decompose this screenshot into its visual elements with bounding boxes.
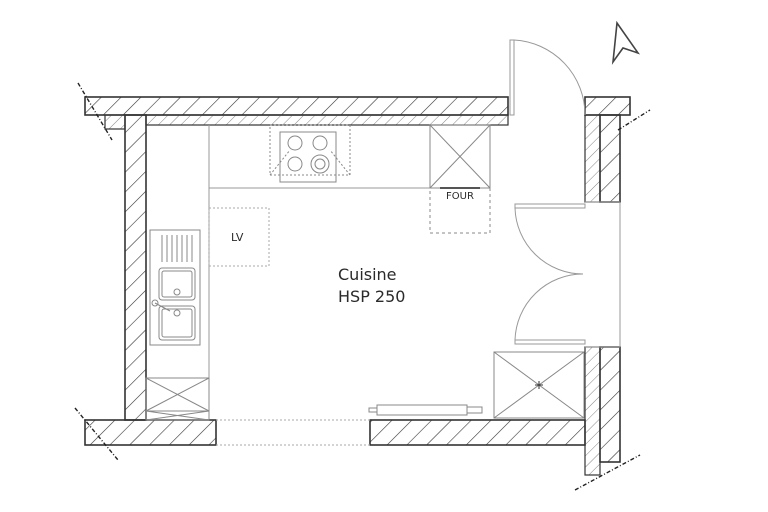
wall-right-top-lining <box>584 114 601 203</box>
wall-right-bottom-main <box>599 346 621 463</box>
north-arrow-icon <box>611 20 641 65</box>
break-lines <box>74 82 651 491</box>
radiator <box>368 404 483 416</box>
wall-left <box>124 114 147 421</box>
fridge <box>493 351 585 419</box>
cooktop <box>269 124 351 183</box>
oven-label: FOUR <box>446 191 474 202</box>
wall-bottom-right <box>369 419 586 446</box>
walls <box>84 96 631 476</box>
wall-top-lining <box>145 114 509 126</box>
bottom-opening <box>216 419 370 446</box>
cabinet <box>145 377 210 421</box>
wall-right-top <box>584 96 631 116</box>
wall-top <box>84 96 509 116</box>
entry-door-top <box>509 39 586 116</box>
room-name-label: Cuisine <box>338 265 397 284</box>
double-door-right <box>514 201 621 348</box>
wall-right-bottom-lining <box>584 346 601 476</box>
wall-right-top-main <box>599 114 621 203</box>
ceiling-height-label: HSP 250 <box>338 287 406 306</box>
oven <box>429 124 491 234</box>
dishwasher-label: LV <box>231 231 244 244</box>
countertops <box>208 125 430 420</box>
wall-top-left-lining <box>104 114 126 130</box>
dishwasher <box>208 207 270 267</box>
wall-bottom-left <box>84 419 217 446</box>
double-sink <box>149 229 201 346</box>
